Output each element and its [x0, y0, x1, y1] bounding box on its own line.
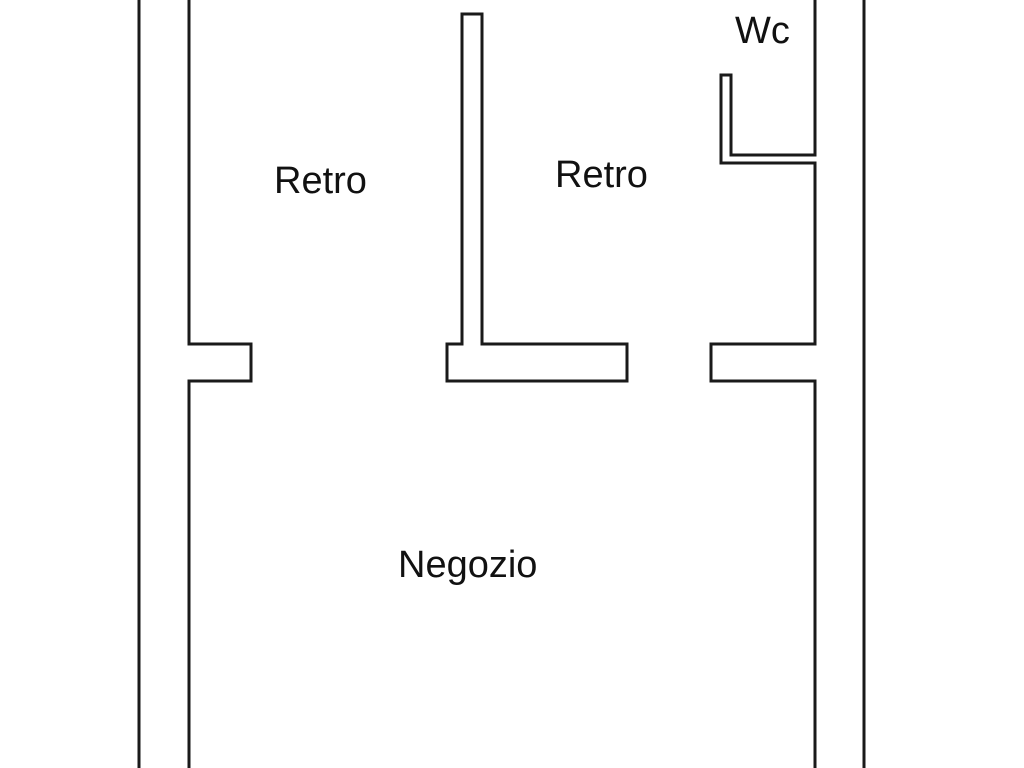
room-label-retro-left: Retro [274, 160, 367, 202]
room-label-retro-right: Retro [555, 154, 648, 196]
center-partition-wall [445, 12, 629, 383]
inner-right-wall [709, 0, 817, 768]
room-label-negozio: Negozio [398, 544, 538, 586]
inner-left-wall [187, 0, 253, 768]
room-label-wc: Wc [735, 10, 790, 52]
